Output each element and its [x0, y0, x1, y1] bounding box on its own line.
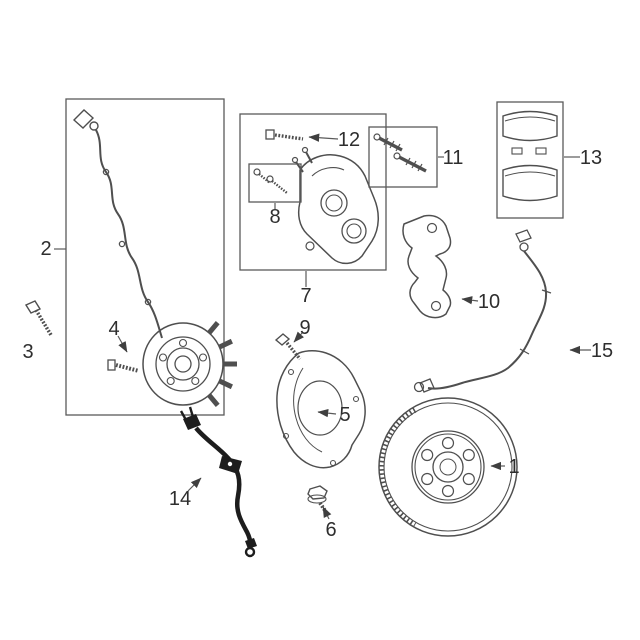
callout-label-15: 15 [591, 340, 613, 362]
wheel-hub-drawing [142, 320, 237, 408]
callout-label-13: 13 [580, 147, 602, 169]
callout-label-3: 3 [22, 341, 33, 363]
hub-stud-drawing [107, 359, 140, 373]
anchor-bracket-drawing [402, 214, 452, 319]
bolt-3-drawing [24, 300, 53, 336]
bleeder-screw-box [248, 163, 302, 203]
caliper-drawing [291, 146, 379, 265]
callout-label-9: 9 [299, 317, 310, 339]
callout-label-1: 1 [508, 456, 519, 478]
dust-shield-drawing [276, 350, 366, 469]
abs-sensor-drawing [413, 229, 552, 393]
callout-label-2: 2 [40, 238, 51, 260]
brake-rotor-drawing [378, 397, 518, 537]
caliper-bolt-drawing [265, 129, 304, 141]
bolt-9-drawing [274, 333, 302, 361]
callout-label-5: 5 [339, 404, 350, 426]
callout-label-8: 8 [269, 206, 280, 228]
guide-pin-box [368, 126, 438, 188]
brake-hose-drawing [179, 406, 257, 558]
caliper-group-box [239, 113, 387, 271]
callout-label-4: 4 [108, 318, 119, 340]
sensor-harness-drawing [95, 129, 163, 339]
leader-lines [54, 133, 591, 520]
hub-sensor-group-box [65, 98, 237, 416]
callout-label-7: 7 [300, 285, 311, 307]
callout-label-12: 12 [338, 129, 360, 151]
sensor-head-drawing [72, 109, 99, 131]
callout-label-14: 14 [169, 488, 191, 510]
callout-label-10: 10 [478, 291, 500, 313]
callout-label-6: 6 [325, 519, 336, 541]
brake-pads-box [496, 101, 564, 219]
callout-label-11: 11 [443, 147, 464, 169]
